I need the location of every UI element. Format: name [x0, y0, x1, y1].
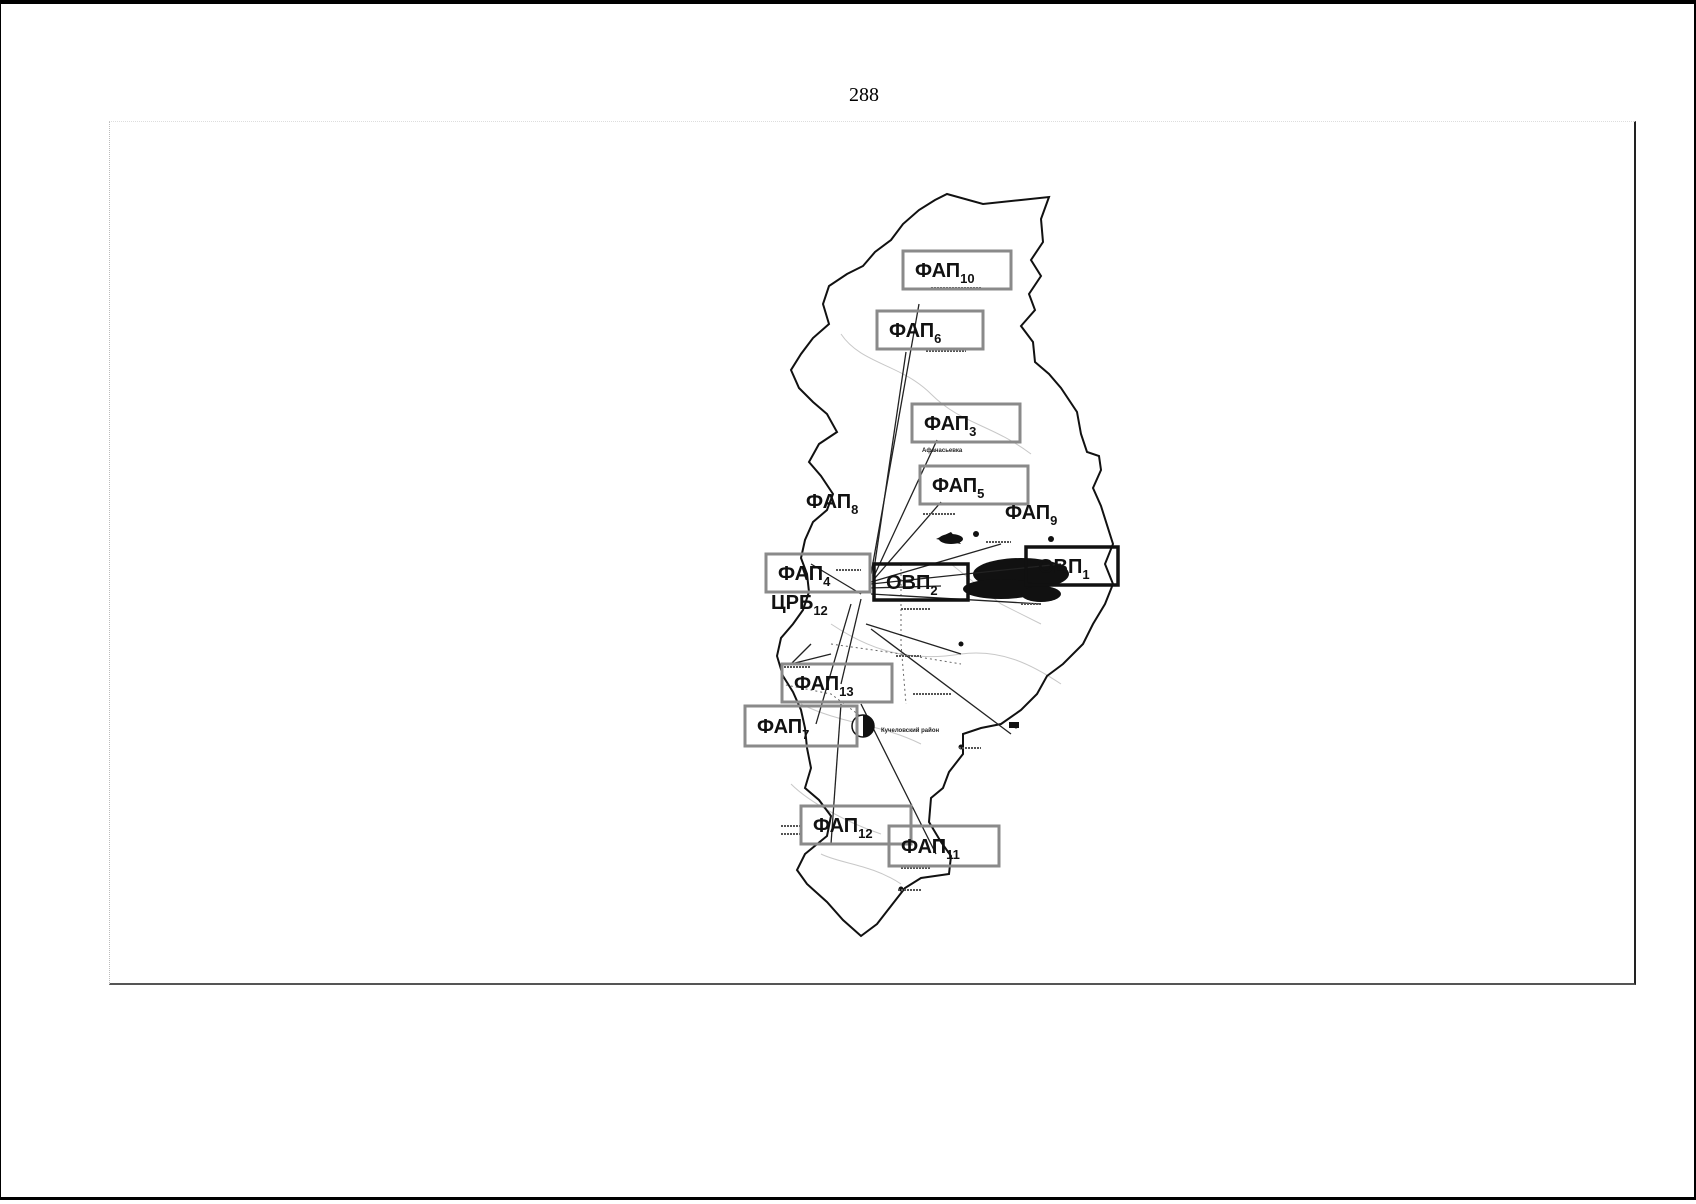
facility-label-fap4: ФАП4 — [778, 563, 831, 589]
facility-label-crb12: ЦРБ12 — [771, 592, 828, 618]
facility-label-fap3: ФАП3 — [924, 413, 976, 439]
facility-label-fap11: ФАП11 — [901, 836, 960, 862]
facility-label-fap10: ФАП10 — [915, 260, 975, 286]
facility-box-fap11 — [887, 824, 1001, 868]
facility-box-ovp1 — [1024, 545, 1120, 587]
facility-base-fap12: ФАП — [813, 815, 858, 837]
facility-box-ovp2 — [872, 562, 970, 602]
facility-sub-fap10: 10 — [960, 271, 974, 286]
facility-sub-fap13: 13 — [839, 684, 853, 699]
facility-box-fap10 — [901, 249, 1013, 291]
facility-base-ovp1: ОВП — [1038, 556, 1082, 578]
facility-base-fap13: ФАП — [794, 673, 839, 695]
facility-label-fap9: ФАП9 — [1005, 502, 1057, 528]
facility-base-fap8: ФАП — [806, 491, 851, 513]
facility-box-fap6 — [875, 309, 985, 351]
facility-base-fap10: ФАП — [915, 260, 960, 282]
facility-box-fap3 — [910, 402, 1022, 444]
facility-base-fap5: ФАП — [932, 475, 977, 497]
facility-label-ovp1: ОВП1 — [1038, 556, 1090, 582]
facility-label-fap5: ФАП5 — [932, 475, 984, 501]
half-circle-marker — [851, 714, 875, 738]
facility-label-fap8: ФАП8 — [806, 491, 858, 517]
facility-box-fap7 — [743, 704, 859, 748]
facility-sub-ovp2: 2 — [930, 583, 937, 598]
facility-sub-fap8: 8 — [851, 502, 858, 517]
facility-label-fap13: ФАП13 — [794, 673, 854, 699]
facility-label-fap7: ФАП7 — [757, 716, 809, 742]
facility-base-fap6: ФАП — [889, 320, 934, 342]
figure-frame — [109, 121, 1636, 985]
facility-box-fap4 — [764, 552, 872, 594]
micro-labels — [781, 287, 1041, 891]
facility-base-fap3: ФАП — [924, 413, 969, 435]
facility-box-fap13 — [780, 662, 894, 704]
facility-base-crb12: ЦРБ — [771, 592, 813, 614]
map-roads — [780, 564, 962, 725]
place-label-afanasyevka: Афанасьевка — [922, 447, 963, 454]
facility-base-fap7: ФАП — [757, 716, 802, 738]
facility-sub-fap6: 6 — [934, 331, 941, 346]
facility-base-ovp2: ОВП — [886, 572, 930, 594]
facility-label-ovp2: ОВП2 — [886, 572, 938, 598]
facility-sub-fap4: 4 — [823, 574, 831, 589]
facility-sub-fap5: 5 — [977, 486, 984, 501]
facility-sub-fap3: 3 — [969, 424, 976, 439]
facility-sub-fap11: 11 — [946, 847, 960, 862]
facility-base-fap4: ФАП — [778, 563, 823, 585]
place-label-district: Кучеловский район — [881, 727, 939, 734]
facility-sub-fap9: 9 — [1050, 513, 1057, 528]
facility-base-fap9: ФАП — [1005, 502, 1050, 524]
district-boundary — [775, 192, 1115, 938]
facility-label-fap6: ФАП6 — [889, 320, 941, 346]
page-number: 288 — [849, 84, 879, 106]
facility-sub-ovp1: 1 — [1082, 567, 1089, 582]
facility-label-fap12: ФАП12 — [813, 815, 873, 841]
facility-base-fap11: ФАП — [901, 836, 946, 858]
facility-box-fap5 — [918, 464, 1030, 506]
facility-sub-fap7: 7 — [802, 727, 809, 742]
facility-sub-fap12: 12 — [858, 826, 872, 841]
facility-sub-crb12: 12 — [813, 603, 827, 618]
